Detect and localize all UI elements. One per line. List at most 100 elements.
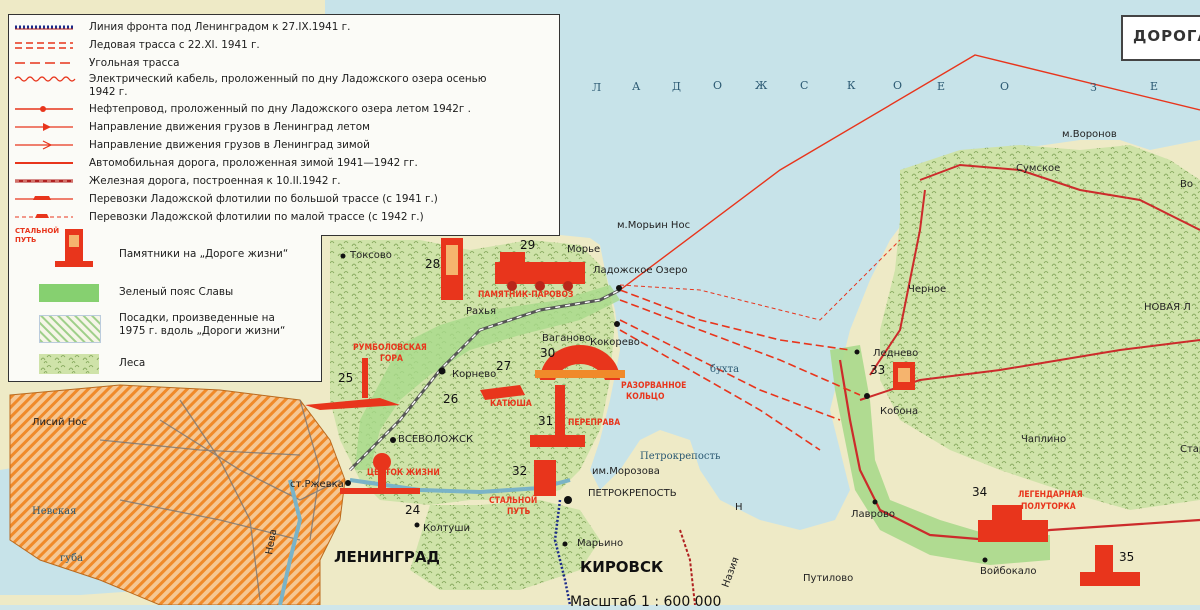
label-vaganovo: Ваганово — [542, 333, 591, 344]
railway-ladoga — [919, 163, 1200, 231]
legend-symbol-railway — [15, 179, 73, 183]
monument-number-25: 25 — [338, 371, 353, 385]
legend-symbol-winter-cargo — [15, 140, 73, 150]
label-neva: Нева — [264, 528, 279, 555]
legend-text-small-route: Перевозки Ладожской флотилии по малой тр… — [89, 210, 424, 223]
legend-monument-symbol: СТАЛЬНОЙ ПУТЬ — [15, 227, 97, 277]
label-sumskoe: Сумское — [1016, 163, 1060, 174]
legend: Линия фронта под Ленинградом к 27.IX.194… — [8, 14, 560, 236]
label-korneevo: Корнево — [452, 369, 496, 380]
monument-label-stalnoy-2: ПУТЬ — [507, 507, 531, 517]
label-vo: Во — [1180, 179, 1193, 190]
lake-name-letter: З — [1090, 81, 1099, 94]
lake-name-letter: К — [847, 79, 858, 92]
legend-symbol-plantings — [39, 315, 101, 343]
legend-symbol-green-belt — [39, 284, 99, 302]
legend-text-plantings-2: 1975 г. вдоль „Дороги жизни“ — [119, 325, 286, 337]
monument-stalnoy — [534, 460, 556, 496]
legend-text-ice-road: Ледовая трасса с 22.XI. 1941 г. — [89, 38, 260, 51]
legend-symbol-coal-road — [15, 62, 73, 64]
monument-number-24: 24 — [405, 503, 420, 517]
legend-text-motor-road: Автомобильная дорога, проложенная зимой … — [89, 156, 418, 169]
label-morin-nos: м.Морьин Нос — [617, 220, 690, 231]
monument-35 — [1080, 545, 1140, 586]
label-ladozhskoe-ozero: Ладожское Озеро — [593, 265, 687, 276]
label-toksovo: Токсово — [349, 250, 392, 261]
lake-name-letter: С — [800, 79, 810, 92]
monument-number-29: 29 — [520, 238, 535, 252]
legend-secondary: СТАЛЬНОЙ ПУТЬ Памятники на „Дороге жизни… — [8, 227, 322, 382]
label-lavrovo: Лаврово — [851, 509, 895, 520]
monument-number-33: 33 — [870, 363, 885, 377]
monument-katyusha — [480, 385, 525, 400]
label-lisiy-nos: Лисий Нос — [32, 417, 87, 428]
ice-roads — [619, 289, 861, 451]
label-putilovo: Путилово — [803, 573, 853, 584]
monument-28 — [441, 238, 463, 300]
monument-label-katyusha: КАТЮША — [490, 399, 532, 409]
lake-name-letter: Е — [1150, 80, 1160, 93]
front-line-east — [679, 529, 696, 605]
label-chaplino: Чаплино — [1021, 434, 1066, 445]
label-guba: губа — [60, 553, 83, 564]
legend-symbol-big-route — [15, 196, 73, 200]
map-title: ДОРОГА — [1133, 27, 1200, 45]
forest-east-belt — [830, 345, 1050, 565]
legend-text-monuments: Памятники на „Дороге жизни“ — [119, 248, 289, 260]
railway-main-dash — [349, 289, 621, 471]
label-chernoe: Черное — [908, 284, 946, 295]
legend-text-forest: Леса — [119, 357, 146, 369]
legend-symbol-small-route — [15, 214, 73, 218]
label-kokorevo: Кокорево — [590, 337, 640, 348]
label-voybokalo: Войбокало — [980, 566, 1036, 577]
legend-text-plantings-1: Посадки, произведенные на — [119, 312, 275, 324]
legend-text-front-line: Линия фронта под Ленинградом к 27.IX.194… — [89, 20, 351, 33]
label-n: Н — [735, 502, 743, 513]
monument-number-30: 30 — [540, 346, 555, 360]
label-nevskaya: Невская — [32, 506, 76, 517]
monument-pereprava — [530, 385, 585, 447]
legend-text-winter-cargo: Направление движения грузов в Ленинград … — [89, 138, 370, 151]
monument-label-tsvetok: ЦВЕТОК ЖИЗНИ — [367, 468, 440, 478]
monument-parovoz — [495, 252, 585, 291]
legend-monument-caption-2: ПУТЬ — [15, 236, 37, 244]
label-lednevo: Леднево — [873, 348, 918, 359]
lake-name-letter: О — [893, 79, 904, 92]
label-morozova: им.Морозова — [592, 466, 660, 477]
legend-text-cable-year: 1942 г. — [89, 85, 128, 98]
flotilla-small-route — [619, 239, 901, 321]
monument-number-26: 26 — [443, 392, 458, 406]
leningrad-streets — [99, 399, 341, 601]
legend-text-cable: Электрический кабель, проложенный по дну… — [89, 72, 487, 85]
lake-name-letter: Л — [592, 81, 603, 94]
monument-number-28: 28 — [425, 257, 440, 271]
monument-label-pereprava: ПЕРЕПРАВА — [568, 418, 620, 428]
lake-name-letter: О — [1000, 80, 1011, 93]
town-dots — [340, 253, 988, 563]
leningrad-city — [9, 384, 346, 605]
monument-25 — [305, 358, 400, 410]
legend-text-railway: Железная дорога, построенная к 10.II.194… — [89, 174, 341, 187]
forest-west-belt — [355, 285, 620, 470]
lake-name-letter: Е — [937, 80, 947, 93]
label-petrokrepost-water: Петрокрепость — [640, 451, 721, 462]
scale-label: Масштаб 1 : 600 000 — [570, 594, 722, 610]
flotilla-big-route — [619, 54, 1200, 291]
label-marino: Марьино — [577, 538, 623, 549]
legend-text-big-route: Перевозки Ладожской флотилии по большой … — [89, 192, 438, 205]
label-morye: Морье — [567, 244, 600, 255]
monument-number-31: 31 — [538, 414, 553, 428]
monument-polutorka — [978, 505, 1048, 542]
forest-north — [880, 145, 1200, 510]
monument-label-stalnoy-1: СТАЛЬНОЙ — [489, 494, 537, 506]
monument-razorvannoe — [535, 345, 625, 380]
monument-number-32: 32 — [512, 464, 527, 478]
label-leningrad: ЛЕНИНГРАД — [334, 548, 440, 566]
legend-symbol-motor-road — [15, 162, 73, 164]
legend-symbol-ice-road — [15, 42, 73, 49]
monument-label-polutorka-1: ЛЕГЕНДАРНАЯ — [1018, 490, 1083, 500]
legend-symbol-summer-cargo — [15, 123, 73, 131]
legend-symbol-pipeline — [15, 106, 73, 112]
monument-number-27: 27 — [496, 359, 511, 373]
